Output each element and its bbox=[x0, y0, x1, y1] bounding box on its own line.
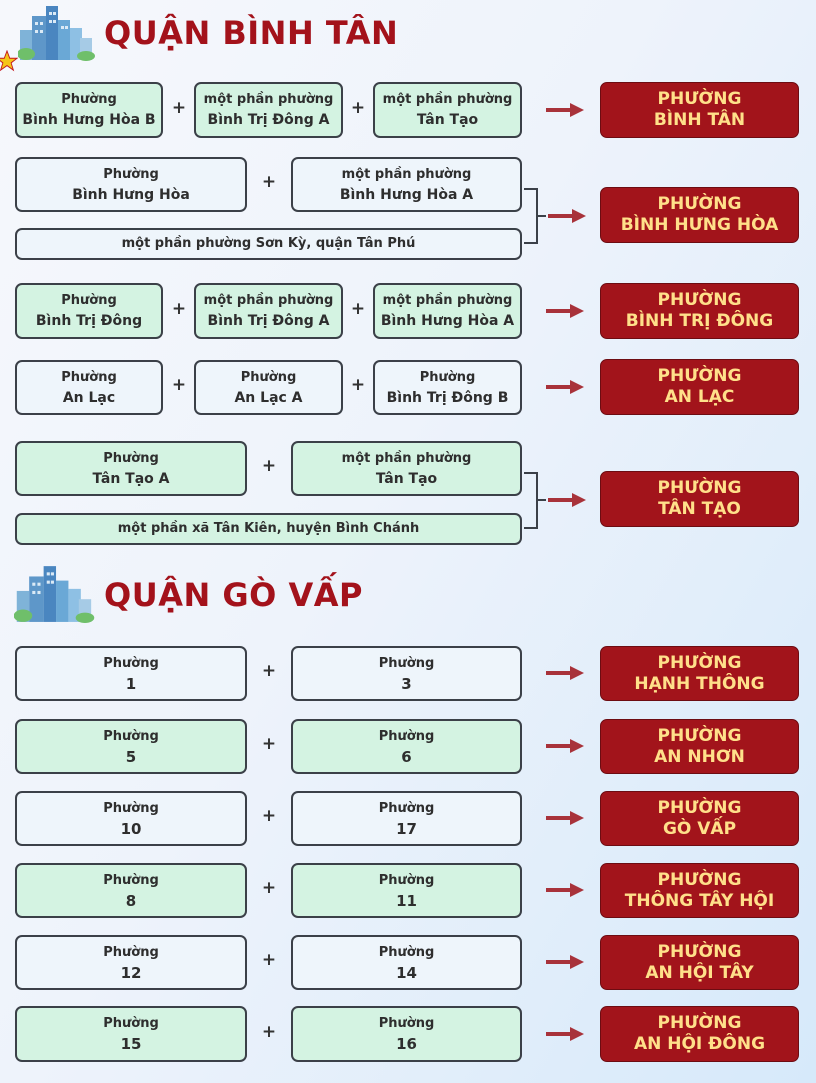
ward-box-extra: một phần xã Tân Kiên, huyện Bình Chánh bbox=[15, 513, 522, 545]
bracket-stub bbox=[538, 215, 546, 217]
ward-box-extra: một phần phường Sơn Kỳ, quận Tân Phú bbox=[15, 228, 522, 260]
arrow-right-icon bbox=[546, 304, 584, 318]
arrow-right-icon bbox=[546, 1027, 584, 1041]
city-buildings-icon bbox=[14, 566, 95, 623]
arrow-right-icon bbox=[546, 883, 584, 897]
arrow-right-icon bbox=[546, 666, 584, 680]
arrow-right-icon bbox=[546, 811, 584, 825]
plus-sign: + bbox=[171, 375, 187, 395]
arrow-right-icon bbox=[546, 380, 584, 394]
plus-sign: + bbox=[261, 734, 277, 754]
plus-sign: + bbox=[261, 172, 277, 192]
star-icon bbox=[0, 50, 18, 72]
plus-sign: + bbox=[261, 806, 277, 826]
district-title-binh-tan: QUẬN BÌNH TÂN bbox=[104, 14, 399, 52]
bracket-connector bbox=[524, 472, 538, 529]
plus-sign: + bbox=[350, 98, 366, 118]
arrow-right-icon bbox=[546, 739, 584, 753]
plus-sign: + bbox=[261, 950, 277, 970]
district-title-go-vap: QUẬN GÒ VẤP bbox=[104, 576, 363, 614]
plus-sign: + bbox=[261, 456, 277, 476]
plus-sign: + bbox=[261, 1022, 277, 1042]
arrow-right-icon bbox=[546, 955, 584, 969]
plus-sign: + bbox=[350, 299, 366, 319]
city-buildings-icon bbox=[18, 6, 95, 61]
plus-sign: + bbox=[171, 98, 187, 118]
plus-sign: + bbox=[171, 299, 187, 319]
plus-sign: + bbox=[261, 661, 277, 681]
plus-sign: + bbox=[350, 375, 366, 395]
bracket-connector bbox=[524, 188, 538, 244]
arrow-right-icon bbox=[546, 103, 584, 117]
plus-sign: + bbox=[261, 878, 277, 898]
bracket-stub bbox=[538, 499, 546, 501]
arrow-right-icon bbox=[548, 493, 586, 507]
arrow-right-icon bbox=[548, 209, 586, 223]
